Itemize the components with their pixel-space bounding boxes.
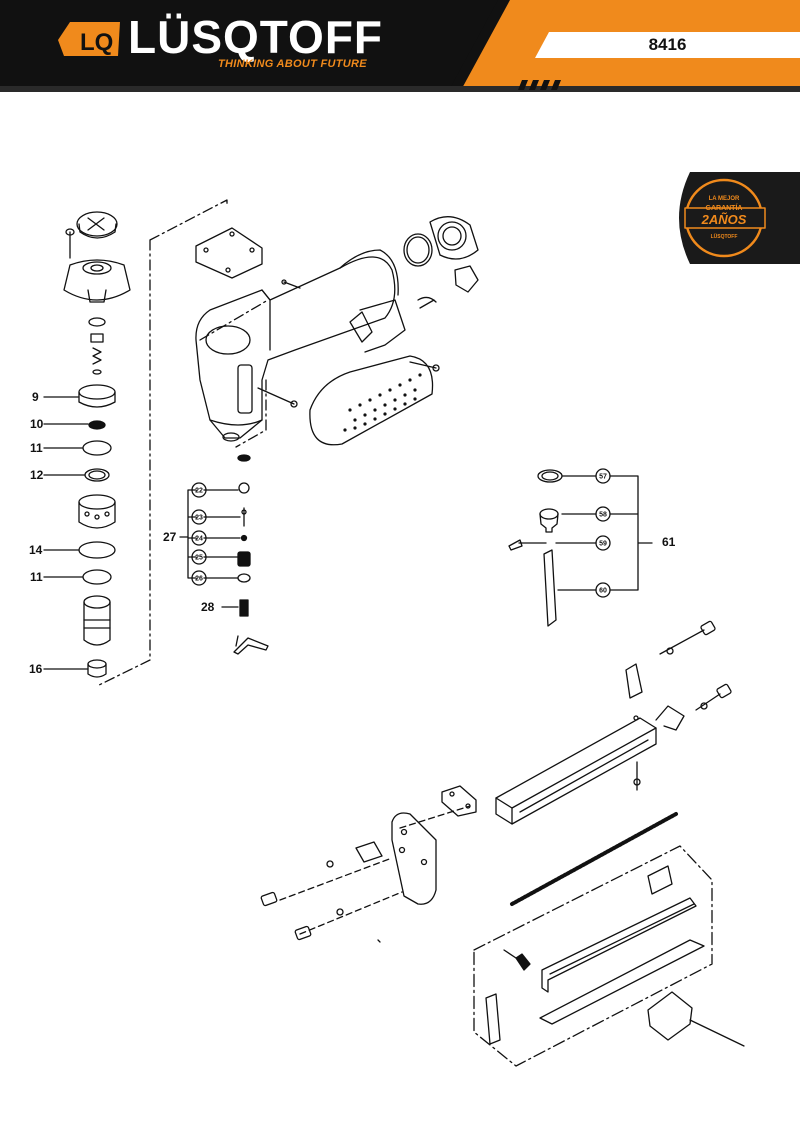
label-27: 27 xyxy=(163,530,177,544)
trigger-parts xyxy=(233,454,269,655)
label-61: 61 xyxy=(662,535,676,549)
tool-body xyxy=(195,216,479,446)
brand-logo-icon: LQ xyxy=(58,22,120,56)
label-28: 28 xyxy=(201,600,215,614)
label-23: 23 xyxy=(195,515,203,522)
left-part-labels: 9 10 11 12 14 11 16 xyxy=(29,390,89,676)
exploded-parts-diagram: LA MEJOR GARANTÍA 2AÑOS LÜSQTOFF xyxy=(29,172,800,1067)
label-22: 22 xyxy=(195,488,203,495)
label-12: 12 xyxy=(30,468,44,482)
valve-stack-parts xyxy=(63,211,131,678)
header-bar: LQ LÜSQTOFF THINKING ABOUT FUTURE 8416 xyxy=(0,0,800,92)
label-10: 10 xyxy=(30,417,44,431)
brand-name: LÜSQTOFF xyxy=(128,11,384,63)
warranty-badge: LA MEJOR GARANTÍA 2AÑOS LÜSQTOFF xyxy=(679,172,800,264)
latch-parts: 57 58 59 60 61 xyxy=(508,468,676,627)
label-58: 58 xyxy=(599,512,607,519)
label-57: 57 xyxy=(599,474,607,481)
label-11b: 11 xyxy=(30,570,43,584)
badge-line1: LA MEJOR xyxy=(709,196,740,202)
magazine-assembly xyxy=(260,620,745,1067)
label-59: 59 xyxy=(599,541,607,548)
label-24: 24 xyxy=(195,536,203,543)
model-code: 8416 xyxy=(648,35,687,54)
label-14: 14 xyxy=(29,543,43,557)
model-box: 8416 xyxy=(535,32,800,58)
svg-text:LQ: LQ xyxy=(80,29,113,56)
circled-labels-22-26: 22 23 24 25 26 27 28 xyxy=(163,482,215,614)
label-11a: 11 xyxy=(30,441,43,455)
label-25: 25 xyxy=(195,555,203,562)
label-26: 26 xyxy=(195,576,203,583)
label-9: 9 xyxy=(32,390,39,404)
badge-line2: GARANTÍA xyxy=(706,203,743,212)
badge-footer: LÜSQTOFF xyxy=(711,233,738,240)
badge-years: 2AÑOS xyxy=(701,212,747,227)
label-16: 16 xyxy=(29,662,43,676)
brand-tagline: THINKING ABOUT FUTURE xyxy=(218,58,367,70)
label-60: 60 xyxy=(599,588,607,595)
